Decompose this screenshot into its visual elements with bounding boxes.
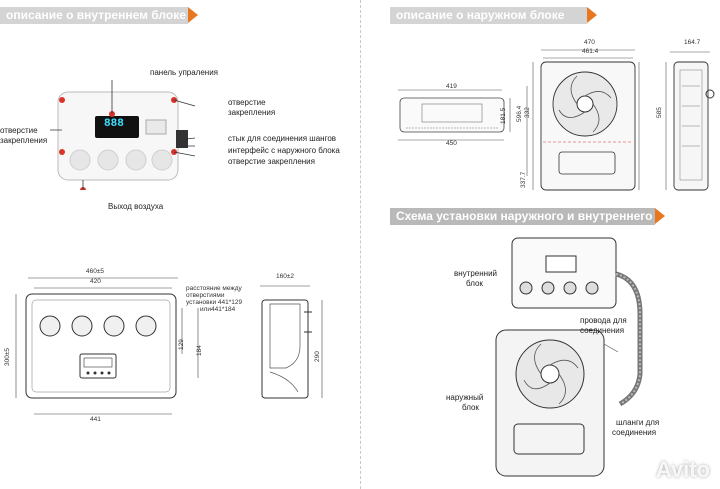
callout-hole-right-1: отверстие: [228, 98, 266, 107]
callout-hole-left-1: отверстие: [0, 126, 38, 135]
install-label-outdoor-2: блок: [462, 403, 479, 412]
callout-fix-hole: отверстие закрепления: [228, 157, 315, 166]
outdoor-front-view: [526, 49, 640, 191]
header-arrow: [188, 7, 198, 23]
install-label-indoor-2: блок: [466, 279, 483, 288]
dim-front-w1: 470: [584, 39, 595, 46]
header-install-text: Схема установки наружного и внутреннего …: [396, 209, 653, 240]
watermark-logo: Avito: [655, 457, 710, 482]
install-label-hoses-1: шланги для: [616, 418, 660, 427]
dim-side-h: 585: [656, 107, 663, 118]
callout-hole-left-2: закрепления: [0, 136, 48, 145]
dim-front-h3: 181.5: [500, 107, 507, 124]
indoor-unit-photo: [50, 80, 196, 190]
callout-air-out: Выход воздуха: [108, 202, 164, 211]
header-arrow: [655, 208, 665, 224]
dim-side-w: 164.7: [684, 39, 701, 46]
outdoor-side-view: [665, 51, 715, 191]
header-outdoor-text: описание о наружном блоке: [396, 8, 565, 22]
header-arrow: [587, 7, 597, 23]
header-indoor: описание о внутреннем блоке: [0, 7, 198, 24]
dim-indoor-w-total: 460±5: [86, 268, 105, 275]
install-label-wires-2: соединения: [580, 326, 625, 335]
install-label-hoses-2: соединения: [612, 428, 657, 437]
dim-indoor-w-bottom: 441: [90, 416, 101, 423]
note-hole-distance-3: установки 441*129: [186, 299, 243, 306]
dim-indoor-h-184: 184: [196, 345, 203, 356]
install-label-wires-1: провода для: [580, 316, 627, 325]
indoor-front-drawing: [15, 277, 199, 415]
callout-hole-right-2: закрепления: [228, 108, 276, 117]
dim-front-h1: 596.4: [516, 105, 523, 122]
callout-interface: интерфейс с наружного блока: [228, 146, 340, 155]
header-install: Схема установки наружного и внутреннего …: [390, 208, 665, 240]
section-divider: [360, 0, 361, 489]
dim-top-w: 419: [446, 83, 457, 90]
install-scheme: [495, 237, 643, 477]
dim-indoor-side-w: 160±2: [276, 273, 295, 280]
dim-indoor-h-129: 129: [178, 339, 185, 350]
indoor-display-readout: 888: [104, 118, 124, 130]
dim-top-d: 450: [446, 140, 457, 147]
dim-indoor-w-inner: 420: [90, 278, 101, 285]
install-label-indoor-1: внутренний: [454, 269, 498, 278]
dim-front-h2: 332: [524, 107, 531, 118]
dim-indoor-h-left: 300±5: [4, 347, 11, 366]
install-label-outdoor-1: наружный: [446, 393, 484, 402]
outdoor-top-view: [398, 89, 511, 141]
note-hole-distance-2: отверстиями: [186, 292, 225, 299]
header-indoor-text: описание о внутреннем блоке: [6, 8, 186, 22]
callout-hose-joint: стык для соединения шангов: [228, 134, 337, 143]
callout-panel: панель упраления: [150, 68, 219, 77]
note-hole-distance-4: или441*184: [200, 306, 236, 313]
dim-front-h4: 337.7: [520, 171, 527, 188]
dim-front-w2: 461.4: [582, 48, 599, 55]
indoor-side-drawing: [260, 285, 323, 399]
header-outdoor: описание о наружном блоке: [390, 7, 597, 24]
note-hole-distance-1: расстояние между: [186, 285, 242, 292]
dim-indoor-h-290: 290: [314, 351, 321, 362]
